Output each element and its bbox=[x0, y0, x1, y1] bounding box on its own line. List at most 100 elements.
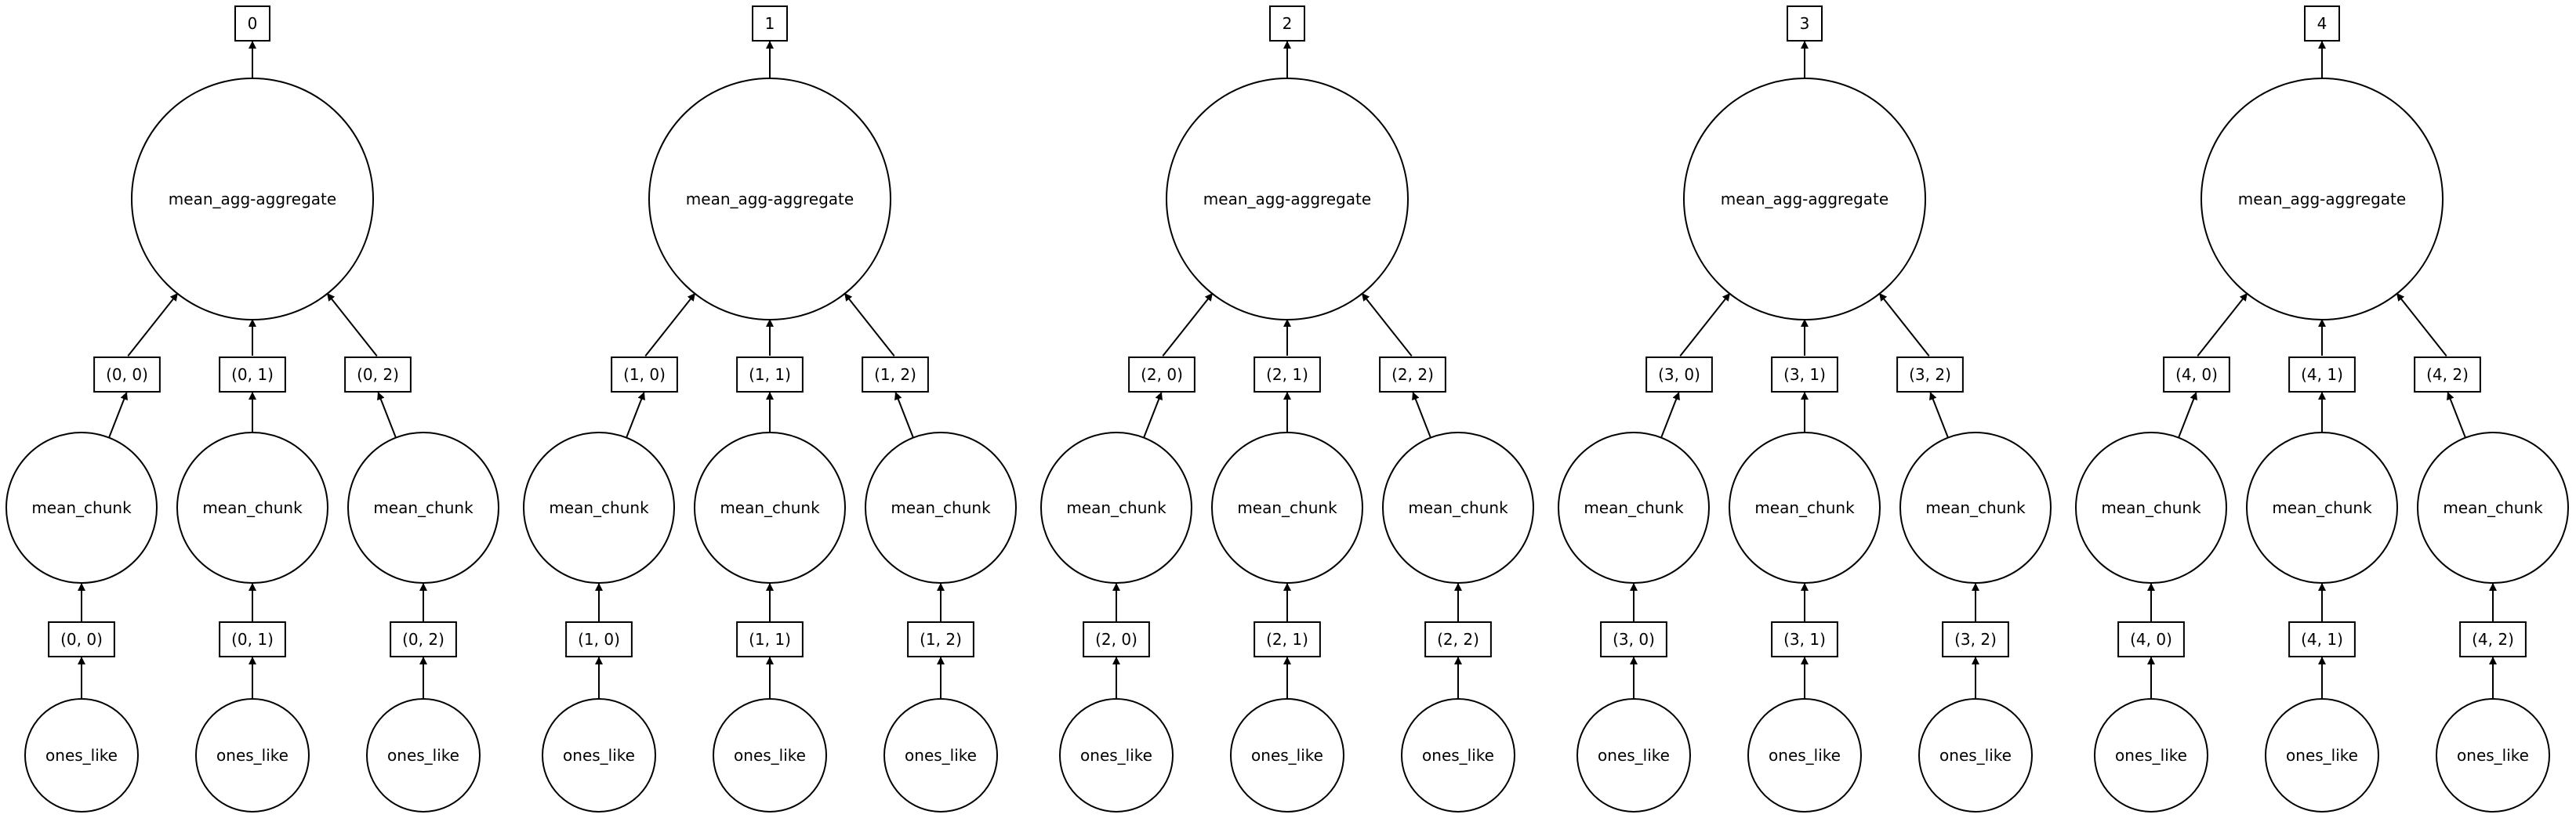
input-op-node[interactable]: ones_like bbox=[1747, 698, 1862, 813]
input-op-node[interactable]: ones_like bbox=[2436, 698, 2550, 813]
chunk-op-node-label: mean_chunk bbox=[891, 498, 991, 517]
chunk-key-node[interactable]: (2, 0) bbox=[1128, 357, 1195, 393]
input-key-node[interactable]: (2, 1) bbox=[1254, 621, 1321, 657]
input-key-node[interactable]: (4, 0) bbox=[2117, 621, 2185, 657]
input-key-node[interactable]: (0, 0) bbox=[48, 621, 115, 657]
chunk-op-node[interactable]: mean_chunk bbox=[347, 432, 499, 584]
input-op-node[interactable]: ones_like bbox=[24, 698, 139, 813]
chunk-key-node[interactable]: (2, 2) bbox=[1379, 357, 1446, 393]
aggregate-node[interactable]: mean_agg-aggregate bbox=[2200, 78, 2444, 320]
input-op-node[interactable]: ones_like bbox=[883, 698, 998, 813]
input-key-node-label: (2, 2) bbox=[1437, 630, 1479, 649]
input-key-node[interactable]: (1, 0) bbox=[565, 621, 633, 657]
chunk-op-node[interactable]: mean_chunk bbox=[2246, 432, 2398, 584]
input-key-node-label: (3, 2) bbox=[1954, 630, 1997, 649]
edge-arrow bbox=[644, 292, 696, 357]
input-op-node[interactable]: ones_like bbox=[1230, 698, 1344, 813]
chunk-op-node-label: mean_chunk bbox=[1408, 498, 1508, 517]
chunk-op-node[interactable]: mean_chunk bbox=[2075, 432, 2227, 584]
chunk-key-node-box bbox=[2288, 357, 2356, 393]
chunk-key-node[interactable]: (4, 2) bbox=[2414, 357, 2481, 393]
chunk-key-node[interactable]: (3, 0) bbox=[1645, 357, 1713, 393]
aggregate-node[interactable]: mean_agg-aggregate bbox=[648, 78, 891, 320]
output-key-node-box bbox=[1269, 5, 1305, 42]
aggregate-node[interactable]: mean_agg-aggregate bbox=[1683, 78, 1926, 320]
chunk-key-node-label: (0, 1) bbox=[231, 365, 274, 384]
input-op-node[interactable]: ones_like bbox=[542, 698, 656, 813]
input-key-node[interactable]: (3, 2) bbox=[1942, 621, 2009, 657]
input-key-node[interactable]: (4, 2) bbox=[2459, 621, 2527, 657]
output-key-node[interactable]: 0 bbox=[234, 5, 270, 42]
edge-arrow bbox=[844, 292, 895, 357]
aggregate-node-label: mean_agg-aggregate bbox=[1721, 190, 1888, 208]
output-key-node[interactable]: 1 bbox=[752, 5, 788, 42]
input-op-node-label: ones_like bbox=[1422, 746, 1494, 765]
chunk-key-node-label: (3, 0) bbox=[1658, 365, 1700, 384]
chunk-op-node[interactable]: mean_chunk bbox=[1382, 432, 1534, 584]
chunk-key-node-box bbox=[1254, 357, 1321, 393]
chunk-op-node[interactable]: mean_chunk bbox=[523, 432, 675, 584]
edge-arrow bbox=[127, 292, 179, 357]
chunk-op-node[interactable]: mean_chunk bbox=[5, 432, 158, 584]
input-op-node[interactable]: ones_like bbox=[366, 698, 481, 813]
input-op-node[interactable]: ones_like bbox=[1576, 698, 1691, 813]
chunk-key-node-box bbox=[219, 357, 286, 393]
chunk-key-node[interactable]: (1, 2) bbox=[862, 357, 929, 393]
chunk-op-node[interactable]: mean_chunk bbox=[694, 432, 846, 584]
edge-arrow bbox=[1929, 392, 1949, 438]
input-key-node[interactable]: (3, 0) bbox=[1600, 621, 1667, 657]
aggregate-node-label: mean_agg-aggregate bbox=[686, 190, 854, 208]
chunk-key-node[interactable]: (0, 1) bbox=[219, 357, 286, 393]
input-key-node[interactable]: (4, 1) bbox=[2288, 621, 2356, 657]
input-op-node[interactable]: ones_like bbox=[1401, 698, 1515, 813]
chunk-key-node[interactable]: (3, 1) bbox=[1771, 357, 1838, 393]
aggregate-node[interactable]: mean_agg-aggregate bbox=[131, 78, 374, 320]
subgraph-4: 4 mean_agg-aggregate (4, 0) mean_chunk (4, 0… bbox=[2075, 5, 2569, 813]
chunk-op-node[interactable]: mean_chunk bbox=[1729, 432, 1881, 584]
input-key-node[interactable]: (2, 2) bbox=[1424, 621, 1492, 657]
input-op-node-label: ones_like bbox=[2457, 746, 2529, 765]
chunk-key-node-box bbox=[93, 357, 161, 393]
chunk-key-node[interactable]: (0, 0) bbox=[93, 357, 161, 393]
chunk-op-node[interactable]: mean_chunk bbox=[176, 432, 328, 584]
input-key-node-box bbox=[48, 621, 115, 657]
input-op-node[interactable]: ones_like bbox=[1059, 698, 1174, 813]
chunk-key-node-label: (0, 2) bbox=[357, 365, 399, 384]
chunk-key-node[interactable]: (1, 0) bbox=[611, 357, 678, 393]
chunk-op-node[interactable]: mean_chunk bbox=[1558, 432, 1710, 584]
aggregate-node[interactable]: mean_agg-aggregate bbox=[1166, 78, 1409, 320]
chunk-op-node[interactable]: mean_chunk bbox=[1899, 432, 2052, 584]
input-op-node[interactable]: ones_like bbox=[2265, 698, 2379, 813]
input-key-node[interactable]: (0, 2) bbox=[390, 621, 457, 657]
input-key-node[interactable]: (2, 0) bbox=[1083, 621, 1150, 657]
input-op-node[interactable]: ones_like bbox=[1918, 698, 2033, 813]
chunk-op-node[interactable]: mean_chunk bbox=[1211, 432, 1363, 584]
input-key-node[interactable]: (0, 1) bbox=[219, 621, 286, 657]
input-key-node-box bbox=[565, 621, 633, 657]
input-op-node[interactable]: ones_like bbox=[195, 698, 310, 813]
input-op-node-label: ones_like bbox=[387, 746, 459, 765]
input-op-node[interactable]: ones_like bbox=[2094, 698, 2208, 813]
output-key-node[interactable]: 3 bbox=[1787, 5, 1823, 42]
chunk-op-node[interactable]: mean_chunk bbox=[865, 432, 1017, 584]
input-key-node[interactable]: (1, 2) bbox=[907, 621, 974, 657]
chunk-key-node[interactable]: (1, 1) bbox=[736, 357, 804, 393]
chunk-key-node[interactable]: (3, 2) bbox=[1896, 357, 1964, 393]
chunk-key-node[interactable]: (2, 1) bbox=[1254, 357, 1321, 393]
input-key-node-box bbox=[736, 621, 804, 657]
output-key-node[interactable]: 2 bbox=[1269, 5, 1305, 42]
chunk-op-node-label: mean_chunk bbox=[1066, 498, 1166, 517]
edge-arrow bbox=[377, 392, 397, 438]
output-key-node[interactable]: 4 bbox=[2304, 5, 2340, 42]
chunk-key-node[interactable]: (0, 2) bbox=[344, 357, 412, 393]
chunk-op-node[interactable]: mean_chunk bbox=[1040, 432, 1192, 584]
input-key-node-label: (3, 0) bbox=[1613, 630, 1655, 649]
chunk-key-node[interactable]: (4, 0) bbox=[2163, 357, 2230, 393]
chunk-op-node[interactable]: mean_chunk bbox=[2417, 432, 2569, 584]
input-key-node[interactable]: (1, 1) bbox=[736, 621, 804, 657]
input-op-node-label: ones_like bbox=[216, 746, 288, 765]
chunk-key-node[interactable]: (4, 1) bbox=[2288, 357, 2356, 393]
input-key-node[interactable]: (3, 1) bbox=[1771, 621, 1838, 657]
input-op-node[interactable]: ones_like bbox=[713, 698, 827, 813]
input-op-node-label: ones_like bbox=[2286, 746, 2358, 765]
